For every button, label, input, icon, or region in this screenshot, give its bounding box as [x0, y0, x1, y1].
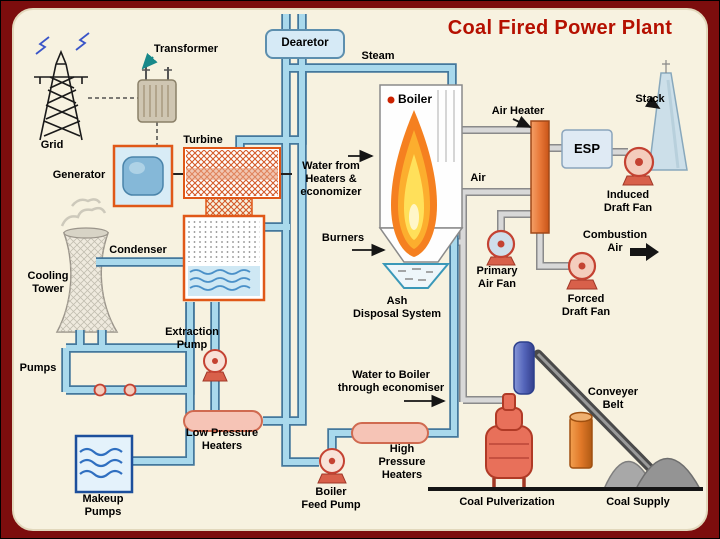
conveyor-roller-shape: [569, 411, 593, 469]
condenser-shape: [182, 214, 266, 302]
combustion-air-arrow: [630, 243, 659, 261]
esp-box: [561, 129, 613, 169]
coal-pulverizer-shape: [485, 393, 533, 489]
lp-heaters-shape: [183, 410, 263, 432]
primary-air-fan-icon: [486, 229, 516, 266]
air-heater-shape: [530, 120, 550, 234]
hp-heaters-shape: [351, 422, 429, 444]
stack-pointer: [644, 95, 661, 109]
air-heater-pointer: [512, 115, 532, 128]
extraction-pump-icon: [202, 349, 228, 382]
circulating-pumps-icon: [93, 383, 137, 397]
boiler-bullet: [387, 96, 395, 104]
grid-transformer-link: [88, 97, 158, 145]
forced-draft-fan-icon: [566, 251, 598, 290]
ash-hopper-shape: [381, 263, 451, 289]
boiler-feed-pump-icon: [317, 448, 347, 484]
power-lines-icon: [35, 32, 90, 55]
flame-icon: [391, 110, 437, 257]
coal-hopper-shape: [513, 341, 535, 395]
transformer-pointer: [141, 52, 158, 70]
transmission-tower-icon: [34, 49, 88, 141]
conveyor-belt-shape: [533, 349, 655, 473]
makeup-tank-shape: [74, 434, 134, 494]
generator-shape: [112, 144, 174, 208]
turbine-shape: [183, 147, 281, 217]
induced-draft-fan-icon: [622, 146, 655, 186]
deareator-vessel: [265, 29, 345, 59]
